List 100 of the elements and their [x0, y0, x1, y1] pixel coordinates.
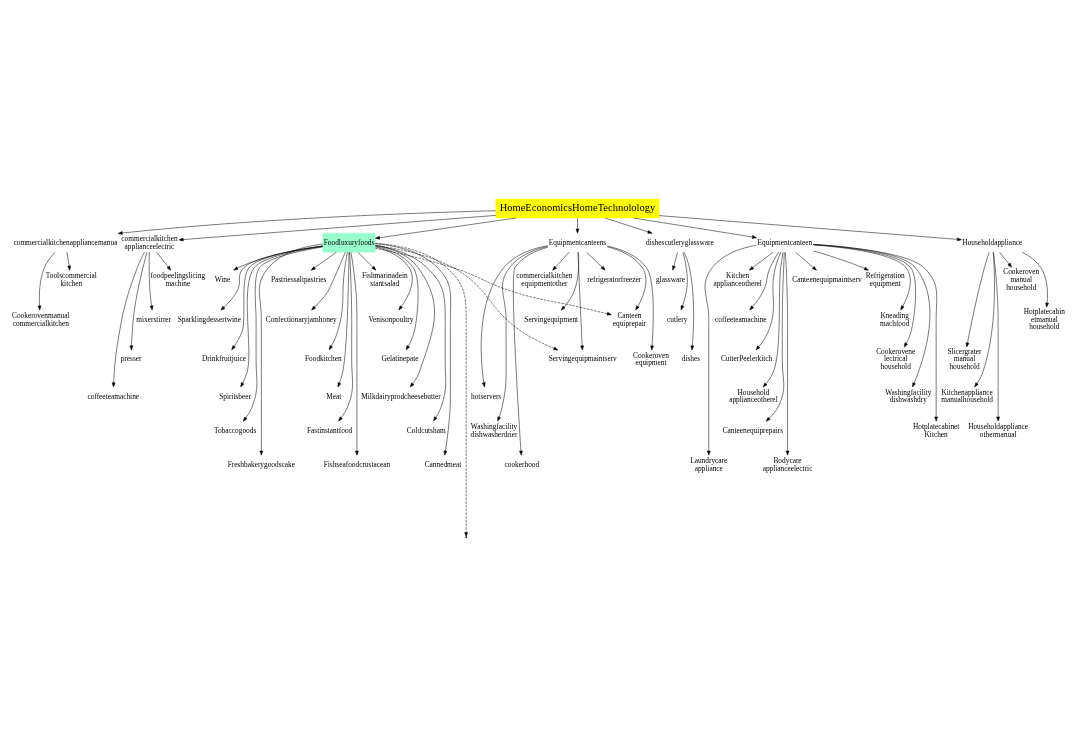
arrow — [375, 245, 419, 350]
arrow — [658, 214, 962, 241]
node-text: Kitchen applianceotherel — [713, 270, 762, 288]
arrow — [37, 251, 56, 310]
arrow — [513, 246, 548, 455]
node-text: Tobaccogoods — [213, 425, 257, 435]
arrow — [606, 246, 647, 310]
arrow — [66, 251, 71, 270]
node-text: coffeeteamachine — [87, 391, 140, 400]
node-text: Refrigeration equipment — [865, 270, 905, 288]
arrow — [762, 251, 784, 387]
arrow — [310, 251, 337, 270]
arrow — [240, 245, 323, 387]
arrow — [993, 251, 1000, 421]
arrow — [680, 251, 688, 310]
node-text: Servingequipment — [524, 314, 579, 324]
arrow — [338, 251, 353, 421]
arrow — [233, 245, 323, 270]
arrow — [148, 251, 154, 310]
node-text: Sparklingdessertwine — [177, 314, 241, 324]
node-text: Toolscommercial kitchen — [45, 270, 97, 288]
node-text: Cannedmeat — [424, 459, 462, 469]
node-text: cutlery — [667, 314, 688, 324]
arrow — [683, 251, 694, 350]
node-text: Gelatinepate — [381, 353, 419, 363]
arrow — [755, 251, 782, 350]
arrow — [785, 251, 790, 455]
arrow — [586, 251, 606, 270]
node-text: Cookerovenmanual commercialkitchen — [12, 310, 70, 327]
node-text: Foodkitchen — [304, 353, 342, 363]
arrow — [375, 244, 435, 387]
arrow — [672, 251, 678, 270]
node-text: coffeeteamachine — [714, 314, 767, 324]
arrow — [633, 217, 757, 239]
node-text: Washingfacility dishwasherdrier — [470, 421, 518, 439]
node-text: Wine — [214, 274, 231, 284]
arrow — [765, 251, 785, 421]
node-text: Canteenequiprepairs — [722, 425, 784, 435]
arrow — [156, 251, 172, 270]
node-text: Equipmentcanteen — [757, 237, 813, 247]
node-text: Washingfacility dishwashdry — [885, 387, 932, 404]
arrow — [375, 244, 446, 421]
node-text: Milkdairyprodcheesebutter — [361, 391, 441, 400]
node-text: Canteenequipmaintserv — [792, 274, 862, 284]
arrow — [243, 246, 323, 421]
arrow — [813, 243, 931, 387]
node-text: dishes — [681, 353, 701, 363]
node-text: Venisonpoultry — [368, 314, 414, 324]
node-text: Pastriessaltpastries — [270, 274, 327, 284]
arrow — [1021, 251, 1049, 307]
node-text: Equipmentcanteens — [548, 237, 607, 247]
arrow — [117, 209, 496, 235]
arrow — [497, 245, 549, 421]
arrow — [749, 251, 774, 270]
node-text: Fastinstantfood — [306, 425, 353, 435]
node-text: Householdappliance — [962, 237, 1023, 247]
node-text: cookerhood — [504, 459, 540, 469]
node-text: commercialkitchenappliancemanua — [13, 237, 118, 247]
arrow — [220, 245, 323, 310]
node-text: dishescutleryglassware — [646, 237, 714, 247]
node-text: glassware — [655, 274, 685, 284]
node-text: presser — [120, 353, 142, 363]
node-text: Kneading machfood — [879, 310, 910, 327]
node-text: mixerstirrer — [136, 314, 172, 324]
arrow — [375, 246, 413, 310]
node-text: Kitchenappliance manualhousehold — [941, 387, 994, 404]
arrow — [813, 250, 869, 270]
node-text: Canteen equiprepair — [612, 310, 647, 327]
arrow — [178, 214, 496, 241]
arrow — [704, 244, 757, 455]
node-text: foodpeelingslicing machine — [150, 270, 206, 288]
node-text: Fishseafoodcrustacean — [323, 459, 391, 469]
node-text: Slicergrater manual household — [947, 346, 982, 371]
arrow — [813, 244, 911, 310]
node-text: Drinkfruitjuice — [202, 353, 247, 363]
node-text: Householdappliance othermanual — [968, 421, 1029, 439]
node-text: Freshbakerygoodscake — [227, 459, 296, 469]
arrow — [480, 244, 548, 387]
node-text: Laundrycare appliance — [690, 455, 728, 473]
node-text: Meat — [326, 391, 342, 400]
node-text: Cookeroven manual household — [1003, 266, 1040, 292]
node-text: Hotplatecabin etmanual household — [1023, 306, 1065, 331]
node-text: Coldcutsham — [406, 425, 446, 435]
arrow — [552, 251, 570, 270]
arrow — [604, 217, 653, 234]
node-text: refrigeratorfreezer — [587, 274, 642, 284]
arrow — [129, 251, 148, 350]
node-text: Fishmarinadein stantsalad — [361, 270, 408, 288]
node-text: Confectionaryjamhoney — [265, 314, 337, 324]
node-text: Cookeroven equipment — [633, 350, 669, 367]
arrow — [795, 251, 817, 270]
node-text: Servingequipmaintserv — [548, 353, 617, 363]
node-text: Cookerovene lectrical household — [876, 346, 916, 371]
arrow — [350, 251, 359, 455]
arrow — [813, 243, 938, 421]
node-text: commercialkitchen equipmentother — [516, 270, 573, 288]
arrow — [965, 251, 990, 347]
node-text: CutterPeelerkitch — [720, 353, 773, 363]
arrow — [111, 251, 145, 387]
arrow — [375, 242, 451, 455]
